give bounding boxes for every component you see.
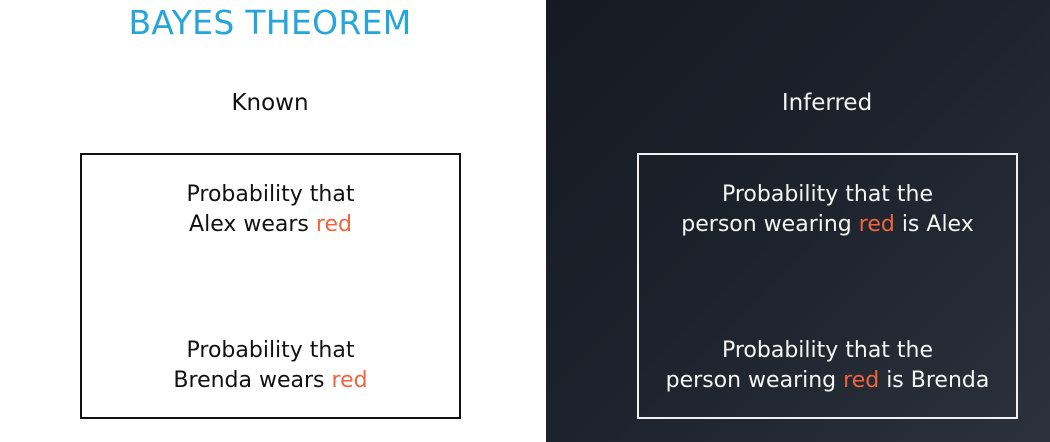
highlight-red: red <box>858 212 895 237</box>
statement-text: person wearing <box>681 212 859 237</box>
statement-line2: Alex wears red <box>82 210 459 240</box>
known-panel <box>0 0 546 442</box>
known-box: Probability that Alex wears red Probabil… <box>80 153 461 419</box>
inferred-statement-alex: Probability that the person wearing red … <box>639 180 1016 240</box>
known-statement-brenda: Probability that Brenda wears red <box>82 336 459 396</box>
statement-text: is Alex <box>894 212 974 237</box>
highlight-red: red <box>331 368 368 393</box>
known-statement-alex: Probability that Alex wears red <box>82 180 459 240</box>
statement-text: person wearing <box>665 368 844 393</box>
highlight-red: red <box>843 368 880 393</box>
known-heading: Known <box>231 90 309 116</box>
statement-text: Brenda wears <box>173 368 332 393</box>
inferred-panel <box>546 0 1050 442</box>
inferred-heading: Inferred <box>781 90 873 116</box>
statement-text: Alex wears <box>189 212 316 237</box>
statement-line1: Probability that the <box>721 338 934 363</box>
statement-line2: person wearing red is Brenda <box>639 366 1016 396</box>
statement-line1: Probability that <box>186 338 355 363</box>
statement-line2: person wearing red is Alex <box>639 210 1016 240</box>
highlight-red: red <box>315 212 352 237</box>
page-title: BAYES THEOREM <box>128 3 412 42</box>
statement-line1: Probability that the <box>721 182 934 207</box>
statement-line1: Probability that <box>186 182 355 207</box>
inferred-box: Probability that the person wearing red … <box>637 153 1018 419</box>
inferred-statement-brenda: Probability that the person wearing red … <box>639 336 1016 396</box>
statement-line2: Brenda wears red <box>82 366 459 396</box>
statement-text: is Brenda <box>879 368 990 393</box>
